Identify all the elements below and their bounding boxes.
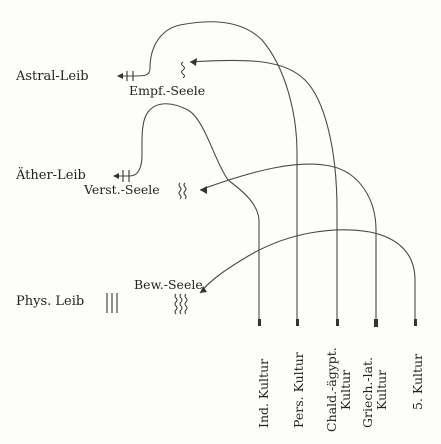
arrowhead-astral — [117, 73, 123, 79]
arrowhead-bew — [200, 286, 207, 293]
empf-wave-mark — [181, 61, 185, 79]
soul-label-verst: Verst.-Seele — [83, 182, 160, 197]
culture-label-ind: Ind. Kultur — [256, 359, 271, 428]
culture-node-griech — [374, 319, 378, 327]
culture-label-chald-1: Chald.-ägypt. — [324, 347, 339, 432]
arch-pers-to-astral — [122, 21, 298, 319]
culture-label-chald-2: Kultur — [338, 370, 353, 410]
arrowhead-empf — [190, 58, 197, 66]
arch-ind-to-aether — [117, 103, 260, 319]
arrowhead-aether — [113, 173, 119, 179]
phys-bars — [106, 293, 118, 313]
soul-label-empf: Empf.-Seele — [129, 83, 205, 98]
arch-chald-to-empf — [189, 59, 338, 319]
arch-fuenf-to-bew — [199, 229, 416, 319]
body-label-astral: Astral-Leib — [15, 69, 89, 84]
verst-wave-mark — [178, 182, 187, 200]
culture-node-chald — [336, 319, 339, 326]
culture-label-griech-1: Griech.-lat. — [360, 357, 375, 428]
culture-label-griech-2: Kultur — [374, 370, 389, 410]
culture-label-pers: Pers. Kultur — [291, 352, 306, 428]
culture-node-fuenf — [414, 319, 417, 326]
culture-node-ind — [258, 319, 261, 326]
body-label-phys: Phys. Leib — [16, 294, 84, 309]
soul-label-bew: Bew.-Seele — [134, 277, 203, 292]
culture-node-pers — [296, 319, 299, 326]
arrowhead-verst — [200, 186, 207, 194]
astral-ticks — [126, 71, 134, 81]
bew-wave-mark — [174, 293, 188, 315]
arch-griech-to-verst — [199, 163, 377, 319]
body-label-aether: Äther-Leib — [15, 166, 86, 183]
aether-ticks — [122, 170, 130, 182]
culture-label-fuenf: 5. Kultur — [410, 354, 425, 410]
